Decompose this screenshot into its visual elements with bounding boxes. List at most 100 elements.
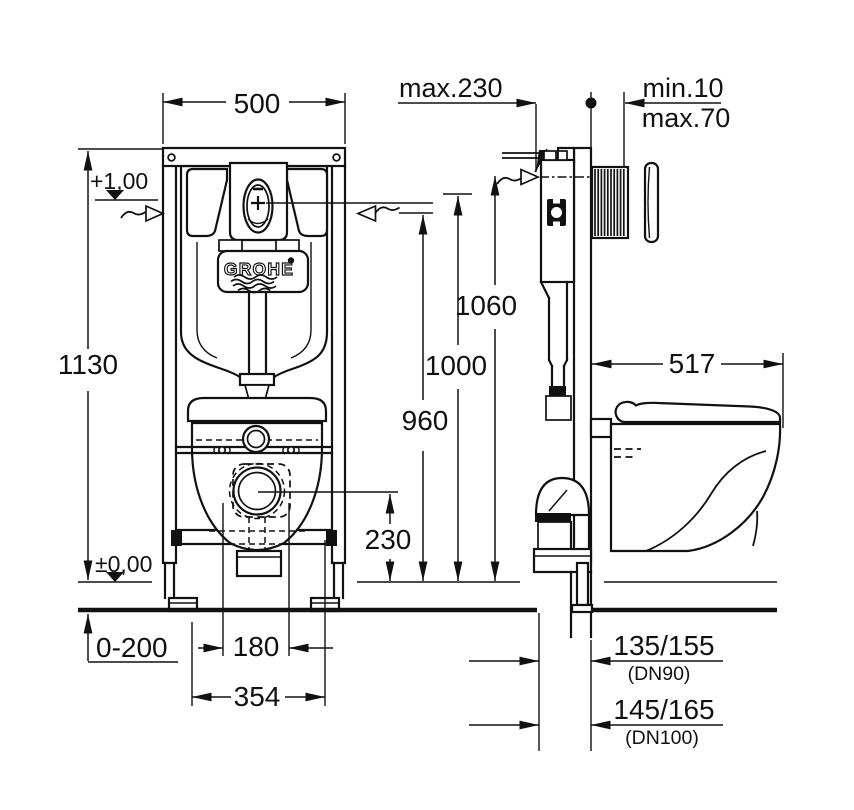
foot-leg-left bbox=[163, 561, 176, 600]
shaft-tab-left bbox=[218, 239, 243, 252]
dim-bolt-spacing-180: 180 bbox=[198, 503, 333, 662]
reference-dot-icon bbox=[585, 97, 597, 109]
dim-wall-thickness: min.10 max.70 bbox=[623, 73, 731, 166]
dim-height-1060: 1060 bbox=[455, 176, 517, 581]
cistern-inner-wall-right bbox=[290, 242, 312, 359]
pipe-connector bbox=[545, 395, 572, 421]
toilet-side bbox=[589, 400, 782, 553]
dim-label: 517 bbox=[669, 348, 716, 379]
dimensions: 500 1130 +1,00 ±0,00 bbox=[58, 73, 784, 751]
frame-profile-marker bbox=[547, 199, 566, 226]
dim-install-depth: max.230 bbox=[398, 73, 537, 172]
bowl-top-cap bbox=[186, 396, 328, 423]
dim-label: max.70 bbox=[642, 103, 731, 133]
dim-label: 500 bbox=[234, 88, 281, 119]
level-label: ±0,00 bbox=[95, 551, 152, 577]
dim-label: min.10 bbox=[642, 73, 723, 103]
level-triangle-icon bbox=[106, 572, 124, 582]
dim-floor-adjust: 0-200 bbox=[83, 614, 178, 663]
dim-note: (DN100) bbox=[625, 727, 699, 749]
tank-wing-left bbox=[185, 167, 229, 238]
foot-leg-side bbox=[575, 561, 590, 607]
front-view: GROHE bbox=[161, 146, 347, 613]
outlet-circle-inner bbox=[237, 471, 277, 511]
outlet-bolt-circle-dashed bbox=[228, 462, 286, 520]
dim-outlet-dn90: 135/155 (DN90) bbox=[469, 613, 723, 751]
frame-foot-side bbox=[570, 561, 594, 614]
dim-width-500: 500 bbox=[162, 88, 346, 144]
dim-base-354: 354 bbox=[191, 540, 326, 712]
cistern-side bbox=[539, 150, 592, 421]
flush-pipe-taper bbox=[243, 384, 271, 399]
wall-arrow-right bbox=[355, 204, 433, 223]
elbow-cut-line bbox=[548, 489, 568, 512]
floor-lines bbox=[78, 581, 777, 613]
fixing-bolt-right bbox=[282, 445, 300, 455]
pipe-seal-band bbox=[549, 386, 566, 396]
foot-plate-side bbox=[570, 603, 594, 614]
dim-label: 960 bbox=[402, 405, 449, 436]
rail-bracket-right bbox=[326, 530, 337, 546]
protection-sleeve bbox=[590, 165, 630, 240]
dim-height-1000: 1000 bbox=[425, 193, 487, 581]
flush-pipe-lines bbox=[247, 292, 268, 376]
dim-label: 180 bbox=[233, 631, 280, 662]
supply-connection-inner bbox=[246, 429, 266, 449]
drain-elbow bbox=[532, 476, 593, 639]
dim-height-960: 960 bbox=[402, 215, 449, 581]
screw-icon bbox=[167, 153, 176, 162]
rail-bracket-left bbox=[171, 530, 182, 546]
dim-bowl-depth-517: 517 bbox=[592, 348, 784, 428]
bowl-inlet bbox=[589, 417, 613, 439]
frame-rails bbox=[161, 164, 347, 565]
side-view bbox=[502, 146, 782, 639]
bowl-spigot bbox=[235, 549, 283, 578]
wall-arrow-left bbox=[120, 204, 166, 223]
mounting-dashes bbox=[614, 448, 641, 458]
foot-leg-right bbox=[332, 561, 345, 600]
level-triangle-icon bbox=[106, 190, 124, 200]
dim-label: 0-200 bbox=[96, 632, 168, 663]
dim-label: 230 bbox=[365, 524, 412, 555]
outlet-pipe-dashed bbox=[248, 517, 266, 550]
wall-arrow-icon bbox=[145, 204, 166, 223]
fixing-bolt-left bbox=[213, 445, 231, 455]
dim-label: 135/155 bbox=[613, 630, 714, 661]
squiggle-tail bbox=[496, 176, 523, 185]
flush-pipe-flange bbox=[238, 372, 276, 387]
dim-outlet-height-230: 230 bbox=[258, 491, 412, 581]
squiggle-tail bbox=[120, 210, 147, 219]
dim-outlet-dn100: 145/165 (DN100) bbox=[469, 694, 723, 749]
brand-name: GROHE bbox=[224, 259, 294, 279]
flush-plate-profile bbox=[643, 161, 660, 244]
logo-plate bbox=[216, 249, 310, 294]
cistern-inner-wall-left bbox=[196, 242, 218, 359]
dim-label: 1000 bbox=[425, 350, 487, 381]
flush-button-rocker-arc bbox=[247, 218, 269, 225]
flush-plate-side bbox=[643, 161, 660, 244]
actuator-rod-housing2 bbox=[557, 150, 568, 161]
extension-lines bbox=[222, 503, 290, 656]
bowl-front-crease bbox=[752, 510, 759, 547]
elbow-pipe-lines bbox=[569, 513, 591, 551]
dim-label: max.230 bbox=[399, 73, 503, 103]
frame-plane-marker bbox=[585, 92, 597, 147]
wall-arrow-side bbox=[496, 168, 541, 186]
screw-icon bbox=[332, 153, 341, 162]
bowl-body-side bbox=[609, 422, 782, 553]
flush-pipe-front bbox=[238, 292, 276, 399]
dim-height-1130: 1130 bbox=[58, 148, 163, 580]
dim-note: (DN90) bbox=[628, 663, 691, 685]
grohe-logo: GROHE bbox=[216, 249, 310, 294]
seat-profile bbox=[614, 400, 782, 424]
logo-waves-icon bbox=[230, 274, 278, 294]
elbow-dome bbox=[534, 476, 591, 517]
plus-icon bbox=[251, 196, 265, 210]
actuator-rod-housing bbox=[543, 150, 557, 161]
sleeve-ribs bbox=[594, 169, 625, 236]
dim-label: 1130 bbox=[58, 349, 118, 380]
flush-plate-curve bbox=[647, 166, 651, 239]
flush-actuator bbox=[185, 161, 329, 252]
